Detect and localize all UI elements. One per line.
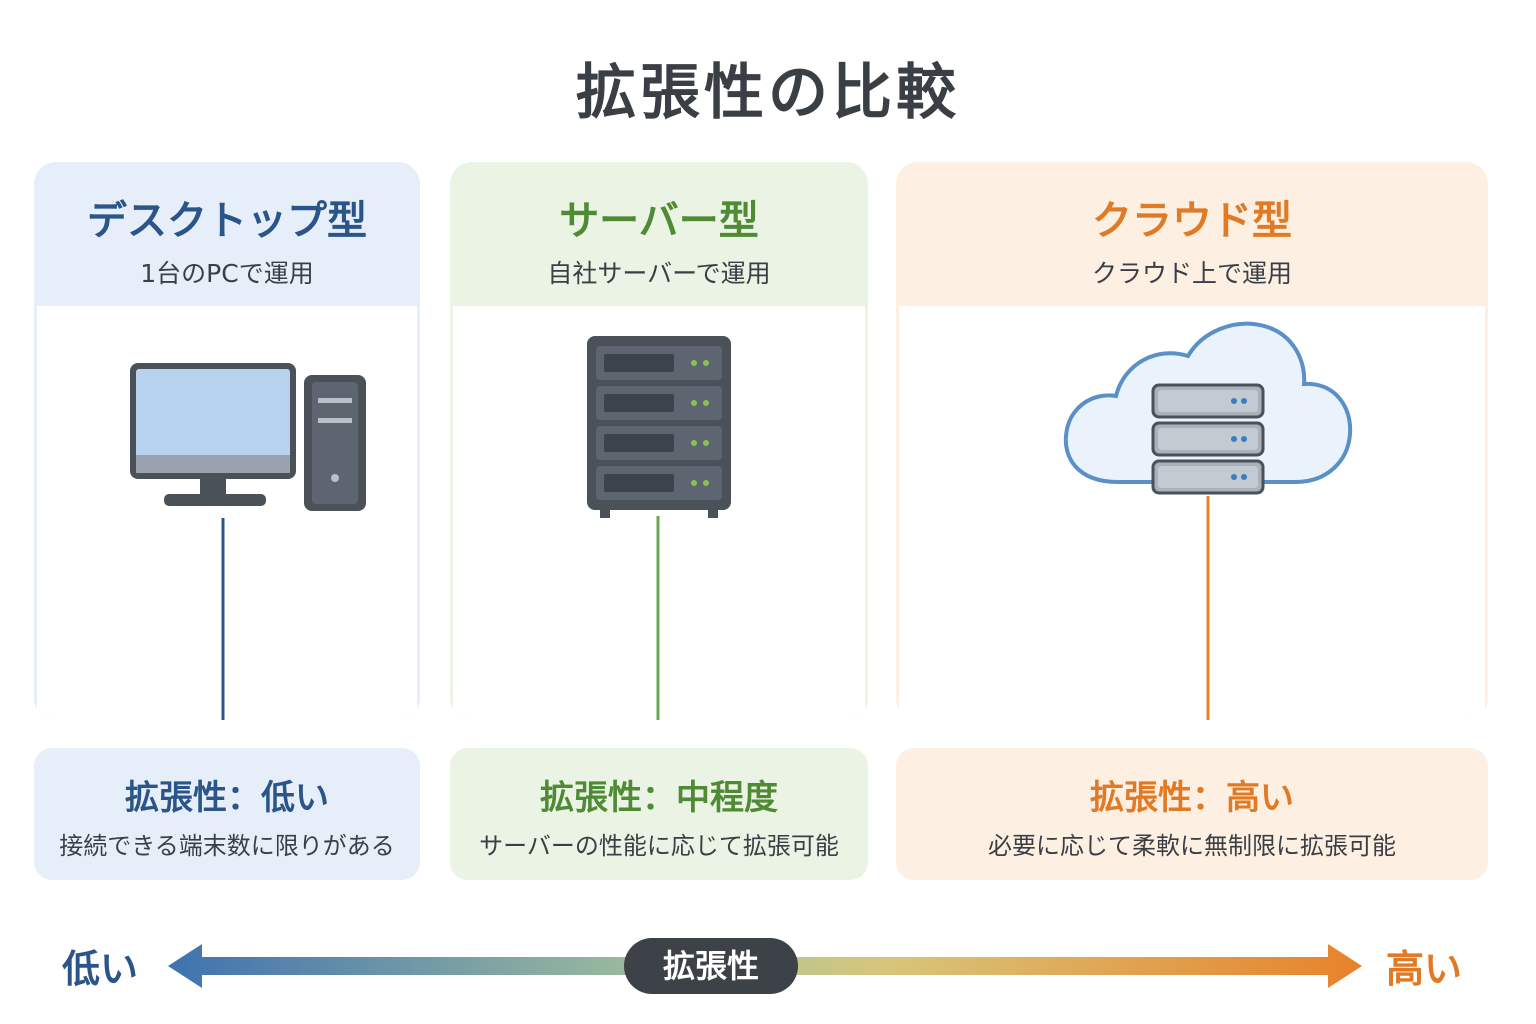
scale-label-pill: 拡張性 bbox=[624, 938, 798, 994]
desktop-pc-icon bbox=[130, 363, 366, 511]
cloud-card-header: クラウド型 クラウド上で運用 bbox=[896, 162, 1488, 306]
desktop-summary-title: 拡張性：低い bbox=[125, 778, 329, 818]
cloud-card-subtitle: クラウド上で運用 bbox=[1091, 259, 1292, 288]
desktop-card-title: デスクトップ型 bbox=[87, 198, 367, 244]
server-card: サーバー型 自社サーバーで運用 bbox=[450, 162, 868, 720]
cloud-card: クラウド型 クラウド上で運用 bbox=[896, 162, 1488, 720]
cloud-diagram bbox=[1063, 321, 1353, 720]
server-card-header: サーバー型 自社サーバーで運用 bbox=[450, 162, 868, 306]
cloud-summary: 拡張性：高い 必要に応じて柔軟に無制限に拡張可能 bbox=[896, 748, 1488, 880]
desktop-network-lines bbox=[221, 518, 225, 720]
server-summary-text: サーバーの性能に応じて拡張可能 bbox=[479, 832, 839, 860]
cloud-summary-title: 拡張性：高い bbox=[1090, 778, 1294, 818]
cloud-server-stack-icon bbox=[1151, 383, 1265, 495]
cloud-summary-text: 必要に応じて柔軟に無制限に拡張可能 bbox=[988, 832, 1396, 860]
scale-high-label: 高い bbox=[1386, 947, 1463, 991]
server-rack-icon bbox=[587, 336, 731, 518]
server-diagram bbox=[587, 336, 731, 720]
server-summary: 拡張性：中程度 サーバーの性能に応じて拡張可能 bbox=[450, 748, 868, 880]
server-summary-title: 拡張性：中程度 bbox=[540, 778, 778, 818]
scale-low-label: 低い bbox=[62, 947, 139, 991]
server-card-subtitle: 自社サーバーで運用 bbox=[547, 259, 771, 288]
server-network-lines bbox=[656, 516, 660, 720]
server-card-title: サーバー型 bbox=[559, 198, 759, 244]
desktop-card-subtitle: 1台のPCで運用 bbox=[140, 259, 314, 288]
desktop-summary-text: 接続できる端末数に限りがある bbox=[59, 832, 395, 860]
cloud-card-title: クラウド型 bbox=[1092, 198, 1292, 244]
desktop-card: デスクトップ型 1台のPCで運用 bbox=[34, 162, 420, 720]
page-title: 拡張性の比較 bbox=[576, 58, 960, 128]
desktop-card-header: デスクトップ型 1台のPCで運用 bbox=[34, 162, 420, 306]
desktop-summary: 拡張性：低い 接続できる端末数に限りがある bbox=[34, 748, 420, 880]
cloud-network-lines bbox=[1206, 496, 1210, 720]
desktop-diagram bbox=[130, 363, 366, 720]
